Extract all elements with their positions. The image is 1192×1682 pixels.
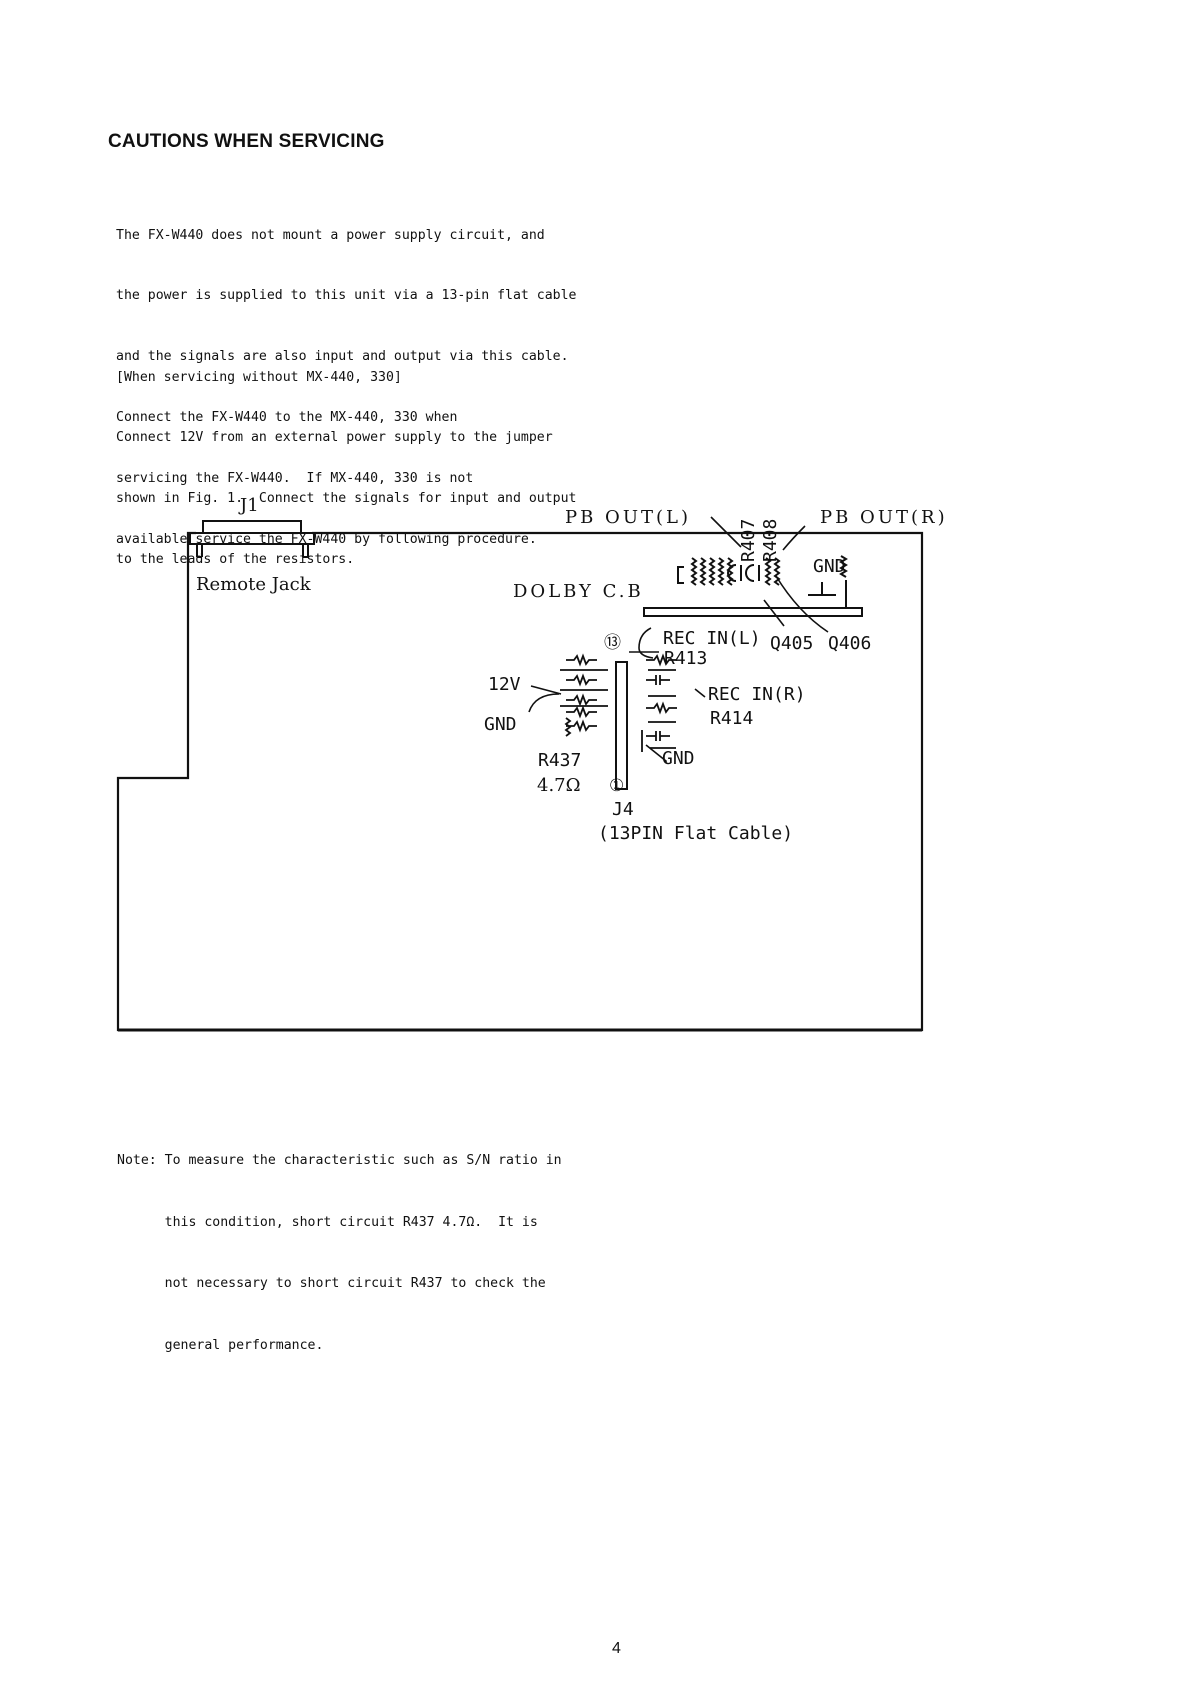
remote-jack-label: Remote Jack [196,574,312,595]
gnd-left-label: GND [484,714,517,735]
text-line: Note: To measure the characteristic such… [117,1153,562,1168]
gnd-bottom-label: GND [662,748,695,769]
j4-connector [615,661,628,790]
text-line: Connect 12V from an external power suppl… [116,430,553,446]
r437-value-label: 4.7Ω [537,775,581,796]
r407-label: R407 [738,519,759,562]
text-line: not necessary to short circuit R437 to c… [117,1276,546,1291]
text-line: the power is supplied to this unit via a… [116,288,577,304]
q405-label: Q405 [770,633,813,654]
text-line: shown in Fig. 1. Connect the signals for… [116,491,577,507]
j1-label: J1 [238,495,259,516]
procedure-paragraph: [When servicing without MX-440, 330] Con… [116,327,577,591]
r414-label: R414 [710,708,753,729]
r437-label: R437 [538,750,581,771]
r408-label: R408 [760,519,781,562]
gnd-top-label: GND [813,556,846,577]
text-line: to the leads of the resistors. [116,552,355,568]
text-line: this condition, short circuit R437 4.7Ω.… [117,1214,538,1230]
note-text: Note: To measure the characteristic such… [117,1110,562,1377]
text-line: servicing the FX-W440. If MX-440, 330 is… [116,471,474,487]
rec-in-l-label: REC IN(L) [663,628,761,649]
pin1-label: ① [609,776,624,796]
remote-jack-connector [189,520,315,558]
j4-description: (13PIN Flat Cable) [598,823,793,844]
page-title: CAUTIONS WHEN SERVICING [108,131,385,152]
j4-label: J4 [612,799,634,820]
dolby-board [643,607,863,617]
text-line: [When servicing without MX-440, 330] [116,369,402,385]
text-line: general performance. [117,1337,324,1353]
text-line: and the signals are also input and outpu… [116,349,569,365]
text-line: The FX-W440 does not mount a power suppl… [116,227,545,243]
rec-in-r-label: REC IN(R) [708,684,806,705]
dolby-components [677,555,848,608]
q406-label: Q406 [828,633,871,654]
pointer-arrows [528,516,829,763]
r413-label: R413 [664,648,707,669]
board-outline [116,531,924,1032]
page-number: 4 [612,1640,621,1657]
text-line: Connect the FX-W440 to the MX-440, 330 w… [116,410,458,426]
12v-label: 12V [488,674,521,695]
j4-pin-resistors [560,653,677,752]
pin13-label: ⑬ [604,633,621,653]
dolby-board-label: DOLBY C.B [513,581,644,602]
pb-out-r-label: PB OUT(R) [820,507,948,528]
pb-out-l-label: PB OUT(L) [565,507,691,528]
